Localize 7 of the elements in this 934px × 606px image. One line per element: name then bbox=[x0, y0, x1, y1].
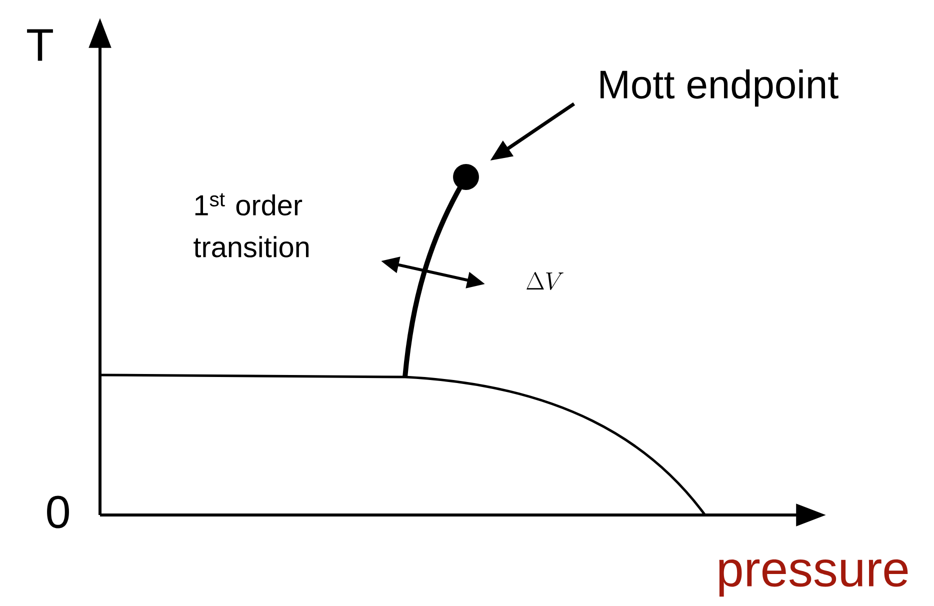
callout-text: Mott endpoint bbox=[600, 69, 838, 107]
axis-label: pressure bbox=[719, 559, 908, 597]
formula-label: $\Delta V$ bbox=[526, 272, 564, 290]
annotation-text: 1$^{st}$ order transition bbox=[194, 193, 309, 258]
endpoint-dot bbox=[453, 164, 479, 190]
axis-label: 0 bbox=[47, 496, 69, 528]
axis-label: T bbox=[27, 29, 53, 61]
